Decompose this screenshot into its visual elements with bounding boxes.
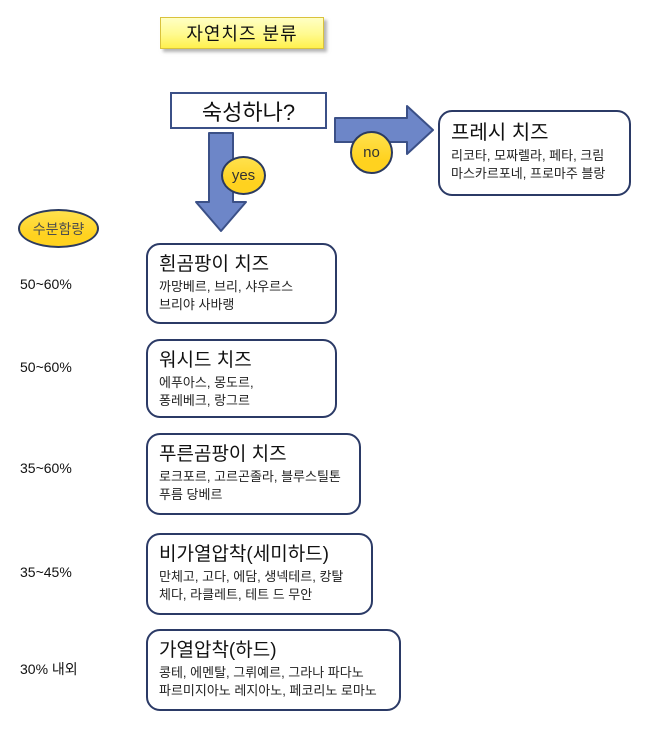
blue-mold-cheese-box: 푸른곰팡이 치즈 로크포르, 고르곤졸라, 블루스틸톤 푸름 당베르 — [146, 433, 361, 515]
no-text: no — [363, 144, 380, 161]
fresh-cheese-box: 프레시 치즈 리코타, 모짜렐라, 페타, 크림 마스카르포네, 프로마주 블랑 — [438, 110, 631, 196]
blue-mold-cheese-examples-line: 로크포르, 고르곤졸라, 블루스틸톤 — [159, 469, 341, 484]
hard-cheese-examples-line: 콩테, 에멘탈, 그뤼예르, 그라나 파다노 — [159, 665, 364, 680]
page-title-text: 자연치즈 분류 — [186, 24, 298, 44]
fresh-cheese-examples-line: 마스카르포네, 프로마주 블랑 — [451, 166, 606, 181]
moisture-value-blue-mold: 35~60% — [20, 460, 72, 476]
moisture-value-hard: 30% 내외 — [20, 661, 78, 677]
moisture-value-semi-hard: 35~45% — [20, 564, 72, 580]
washed-cheese-examples-line: 퐁레베크, 랑그르 — [159, 393, 250, 408]
semi-hard-cheese-box: 비가열압착(세미하드) 만체고, 고다, 에담, 생넥테르, 캉탈 체다, 라클… — [146, 533, 373, 615]
yes-down-arrow — [195, 132, 247, 232]
question-text: 숙성하나? — [201, 99, 296, 125]
moisture-value-white-mold: 50~60% — [20, 276, 72, 292]
white-mold-cheese-box: 흰곰팡이 치즈 까망베르, 브리, 샤우르스 브리야 사바랭 — [146, 243, 337, 324]
moisture-header-text: 수분함량 — [32, 220, 85, 237]
semi-hard-cheese-title: 비가열압착(세미하드) — [159, 544, 329, 565]
blue-mold-cheese-title: 푸른곰팡이 치즈 — [159, 444, 287, 465]
no-branch-label: no — [350, 131, 393, 174]
washed-cheese-examples-line: 에푸아스, 몽도르, — [159, 375, 254, 390]
blue-mold-cheese-examples-line: 푸름 당베르 — [159, 487, 223, 502]
fresh-cheese-title: 프레시 치즈 — [451, 122, 549, 144]
moisture-header-badge: 수분함량 — [18, 209, 99, 248]
hard-cheese-examples-line: 파르미지아노 레지아노, 페코리노 로마노 — [159, 683, 377, 698]
white-mold-cheese-title: 흰곰팡이 치즈 — [159, 254, 270, 275]
washed-cheese-title: 워시드 치즈 — [159, 350, 252, 371]
semi-hard-cheese-examples-line: 체다, 라클레트, 테트 드 무안 — [159, 587, 313, 602]
fresh-cheese-examples-line: 리코타, 모짜렐라, 페타, 크림 — [451, 148, 605, 163]
hard-cheese-box: 가열압착(하드) 콩테, 에멘탈, 그뤼예르, 그라나 파다노 파르미지아노 레… — [146, 629, 401, 711]
white-mold-cheese-examples-line: 까망베르, 브리, 샤우르스 — [159, 279, 294, 294]
yes-branch-label: yes — [221, 156, 266, 195]
moisture-value-washed: 50~60% — [20, 359, 72, 375]
washed-cheese-box: 워시드 치즈 에푸아스, 몽도르, 퐁레베크, 랑그르 — [146, 339, 337, 418]
question-box: 숙성하나? — [170, 92, 327, 129]
white-mold-cheese-examples-line: 브리야 사바랭 — [159, 297, 235, 312]
yes-text: yes — [231, 167, 256, 184]
page-title: 자연치즈 분류 — [160, 17, 324, 49]
hard-cheese-title: 가열압착(하드) — [159, 640, 277, 661]
semi-hard-cheese-examples-line: 만체고, 고다, 에담, 생넥테르, 캉탈 — [159, 569, 344, 584]
